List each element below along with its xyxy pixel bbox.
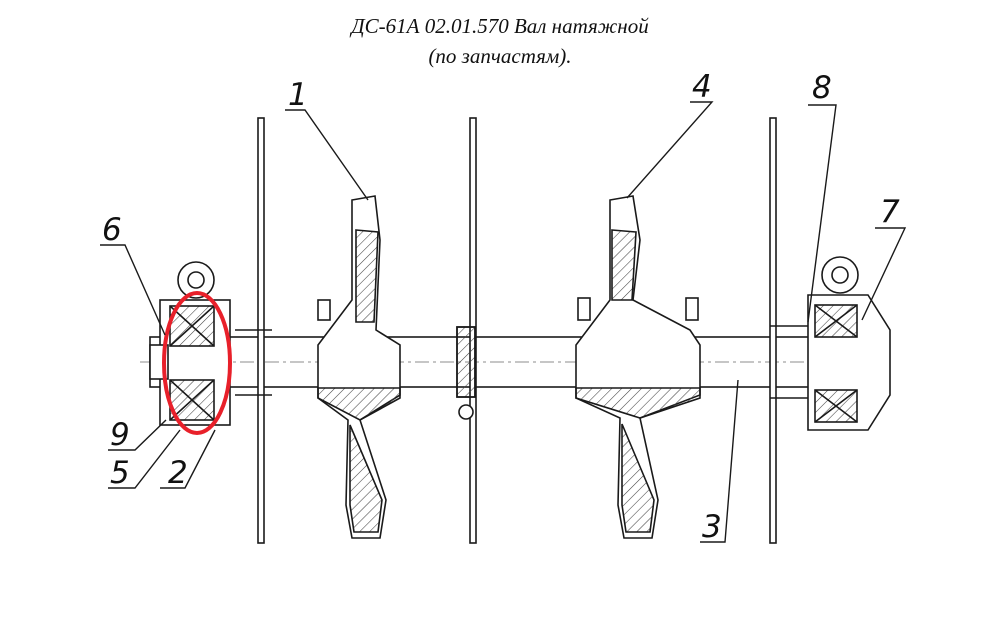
callout-5: 5 <box>110 455 130 491</box>
drawing-subtitle: (по запчастям). <box>428 44 572 68</box>
callout-7: 7 <box>880 194 900 230</box>
leader-lines <box>100 101 907 543</box>
callout-6: 6 <box>102 212 122 248</box>
callout-1: 1 <box>288 77 308 113</box>
middle-coupling <box>456 326 476 420</box>
callout-9: 9 <box>110 417 130 453</box>
highlight-ring <box>162 291 232 435</box>
callout-3: 3 <box>702 509 722 545</box>
right-bearing-housing <box>770 256 891 431</box>
drawing-title: ДС-61А 02.01.570 Вал натяжной <box>351 14 649 38</box>
sprocket-1 <box>317 195 401 539</box>
callout-8: 8 <box>812 70 832 106</box>
callout-2: 2 <box>168 455 188 491</box>
sprocket-4 <box>575 195 701 539</box>
disc-right <box>769 117 777 544</box>
callout-4: 4 <box>692 69 712 105</box>
